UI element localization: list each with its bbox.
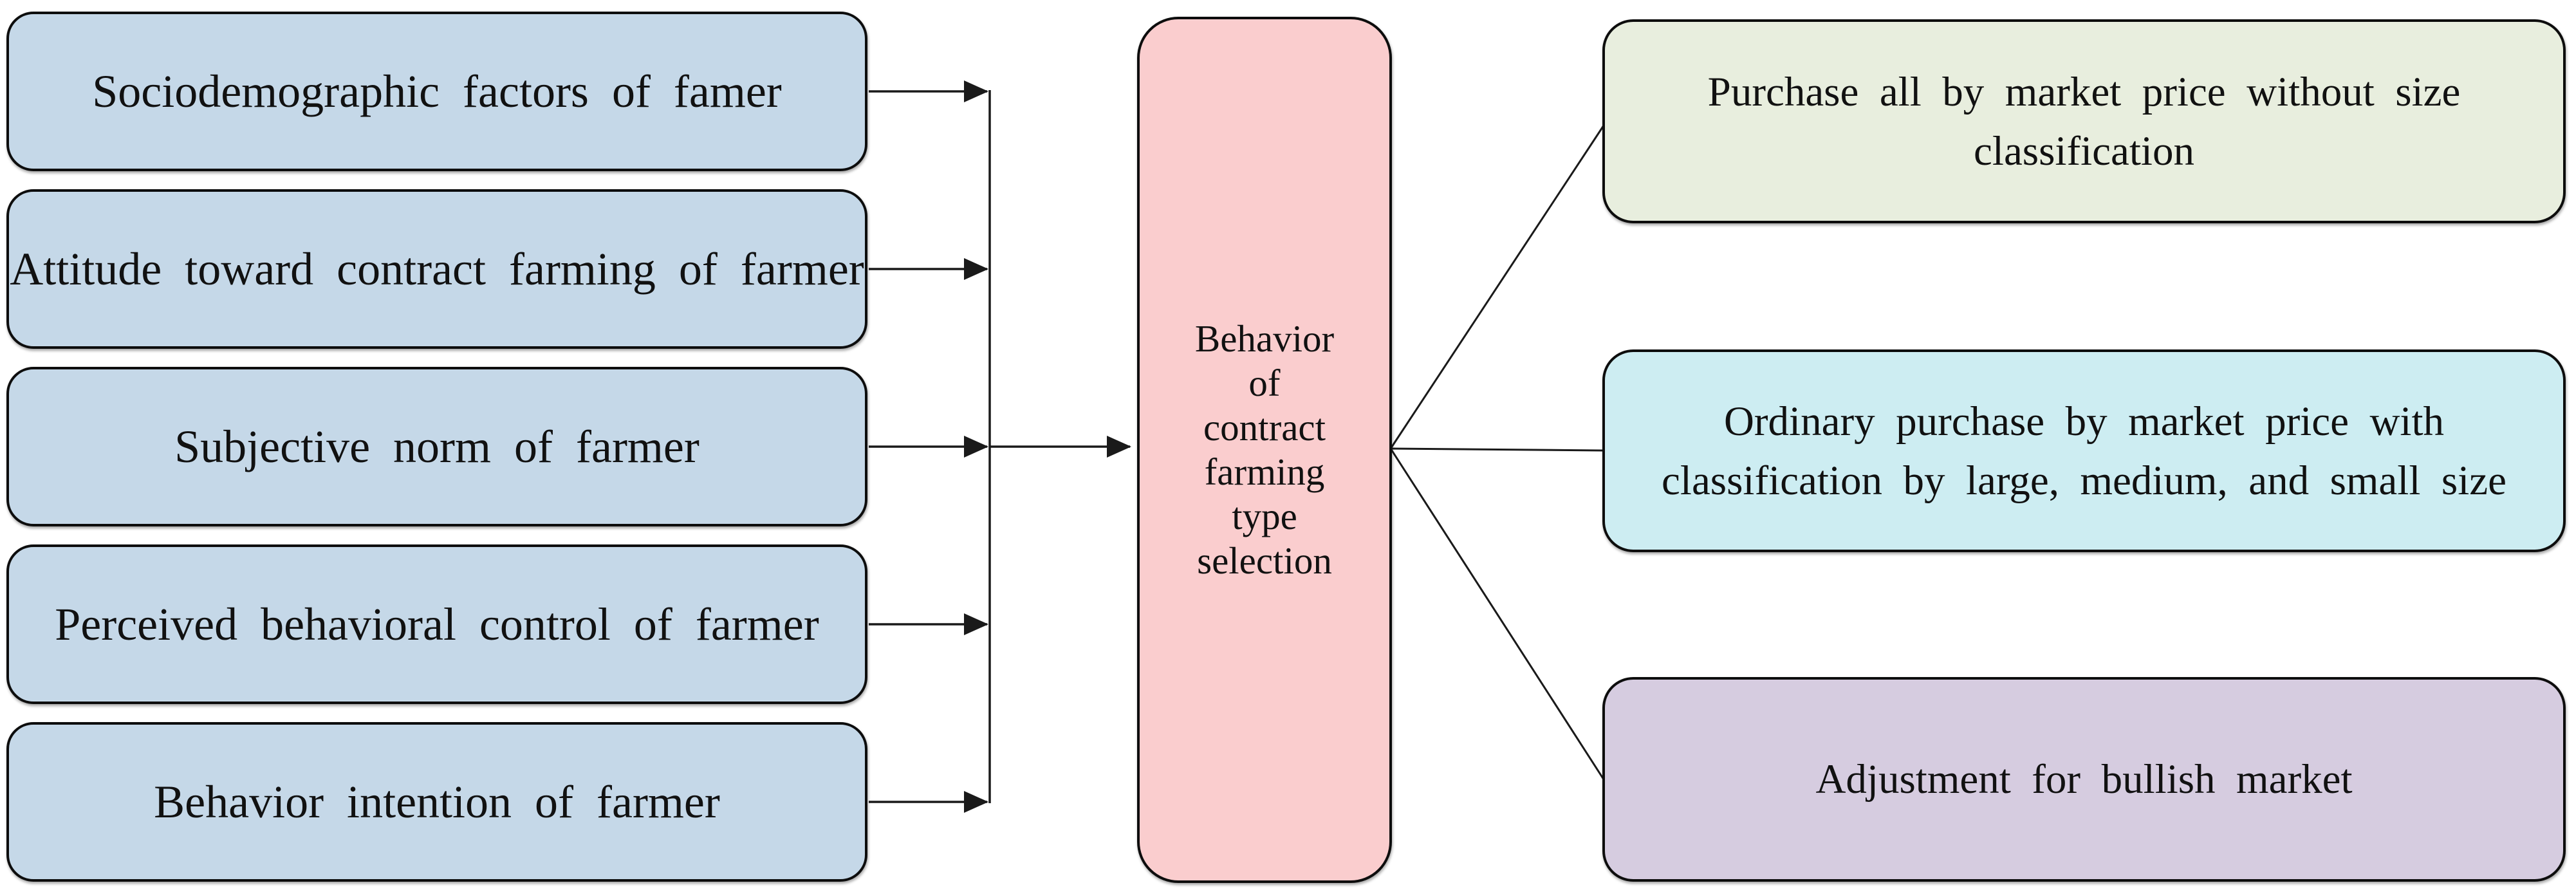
factor-box-sociodemographic: Sociodemographic factors of famer <box>6 12 867 171</box>
outcome-label-line: Ordinary purchase by market price with <box>1723 398 2445 445</box>
factor-label: Attitude toward contract farming of farm… <box>10 243 864 295</box>
outcome-box-ordinary-purchase: Ordinary purchase by market price with c… <box>1602 349 2566 552</box>
fan-line-top <box>1389 125 1605 449</box>
outcome-label-line: classification by large, medium, and sma… <box>1662 457 2507 504</box>
factor-label: Behavior intention of farmer <box>154 776 720 828</box>
center-box-line: contract <box>1203 406 1326 449</box>
outcome-label-line: Adjustment for bullish market <box>1815 756 2353 803</box>
outcome-box-purchase-all: Purchase all by market price without siz… <box>1602 19 2566 223</box>
center-box-line: selection <box>1197 539 1332 582</box>
center-box-line: of <box>1248 362 1281 404</box>
outcome-label-line: classification <box>1974 127 2194 174</box>
center-box-behavior-selection: Behavior of contract farming type select… <box>1137 17 1392 883</box>
outcome-label-line: Purchase all by market price without siz… <box>1707 68 2461 115</box>
factor-label: Sociodemographic factors of famer <box>92 65 782 117</box>
fan-line-bottom <box>1389 448 1605 780</box>
outcome-box-bullish-adjustment: Adjustment for bullish market <box>1602 677 2566 882</box>
factor-box-behavior-intention: Behavior intention of farmer <box>6 722 867 882</box>
factor-box-attitude: Attitude toward contract farming of farm… <box>6 189 867 349</box>
center-box-line: Behavior <box>1194 317 1335 360</box>
factor-box-subjective-norm: Subjective norm of farmer <box>6 367 867 526</box>
factor-box-perceived-control: Perceived behavioral control of farmer <box>6 544 867 704</box>
center-box-line: farming <box>1204 451 1325 493</box>
factor-label: Subjective norm of farmer <box>174 420 700 472</box>
factor-label: Perceived behavioral control of farmer <box>55 598 819 650</box>
center-box-line: type <box>1232 495 1297 537</box>
fan-line-middle <box>1390 447 1604 452</box>
